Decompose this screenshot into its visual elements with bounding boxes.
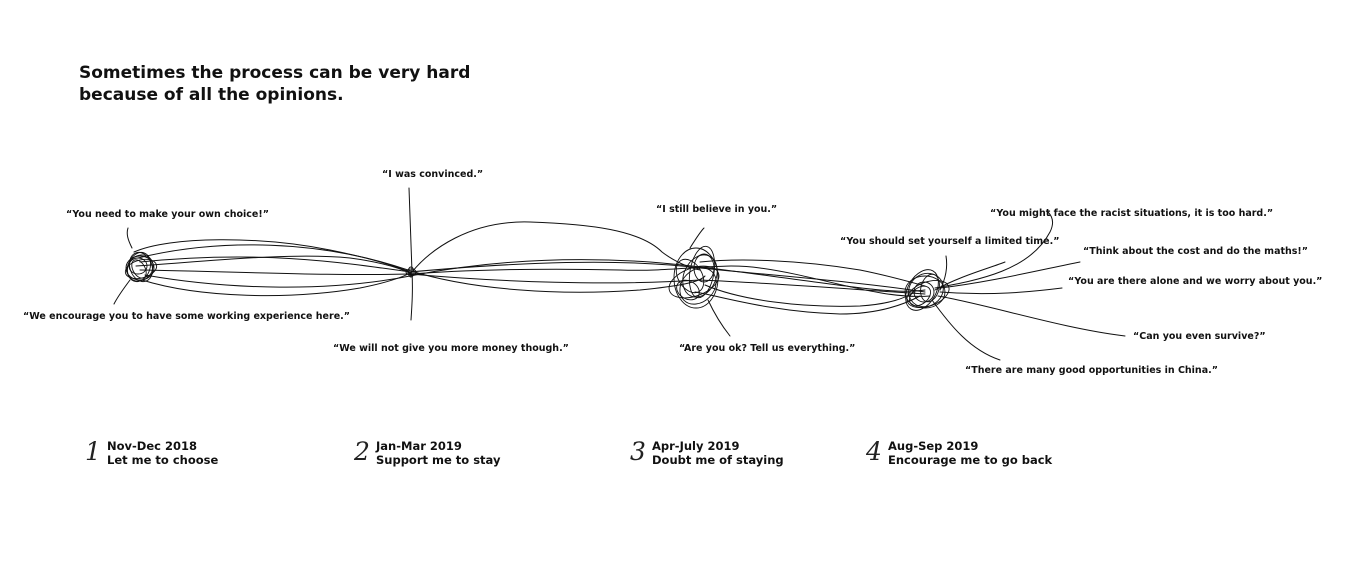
quote-working-experience: “We encourage you to have some working e…: [23, 311, 350, 322]
phase-text: Jan-Mar 2019 Support me to stay: [376, 439, 500, 467]
scribble-stroke: [939, 255, 948, 291]
phase-period: Nov-Dec 2018: [107, 439, 197, 453]
phase-period: Aug-Sep 2019: [888, 439, 979, 453]
quote-no-more-money: “We will not give you more money though.…: [333, 343, 569, 354]
phase-number: 2: [354, 437, 370, 466]
phase-period: Jan-Mar 2019: [376, 439, 462, 453]
scribble-stroke: [707, 299, 731, 337]
phase-number: 4: [866, 437, 882, 466]
phase-period: Apr-July 2019: [652, 439, 740, 453]
scribble-stroke: [939, 261, 1081, 289]
title-line-2: because of all the opinions.: [79, 85, 344, 105]
quote-alone-worry: “You are there alone and we worry about …: [1068, 276, 1323, 287]
scribble-knot-3: [668, 245, 720, 309]
phase-text: Nov-Dec 2018 Let me to choose: [107, 439, 218, 467]
scribble-stroke: [689, 227, 705, 249]
scribble-stroke: [934, 211, 1054, 289]
phase-label: Let me to choose: [107, 453, 219, 467]
quote-own-choice: “You need to make your own choice!”: [66, 209, 269, 220]
phase-label: Encourage me to go back: [888, 453, 1053, 467]
quote-convinced: “I was convinced.”: [382, 169, 484, 180]
title-line-1: Sometimes the process can be very hard: [79, 63, 471, 83]
scribble-knot-4: [904, 269, 950, 311]
scribble-strand: [135, 255, 931, 297]
scribble-strand: [694, 291, 921, 315]
quote-cost-maths: “Think about the cost and do the maths!”: [1083, 246, 1309, 257]
scribble-strand: [133, 239, 411, 273]
quote-racist-situations: “You might face the racist situations, i…: [990, 208, 1274, 219]
quote-opportunities-china: “There are many good opportunities in Ch…: [965, 365, 1218, 376]
scribble-strand: [704, 284, 916, 307]
phase-label: Support me to stay: [376, 453, 501, 467]
quote-limited-time: “You should set yourself a limited time.…: [840, 236, 1060, 247]
scribble-strand: [699, 259, 926, 287]
scribble-stroke: [937, 295, 1126, 337]
phase-label: Doubt me of staying: [652, 453, 784, 467]
scribble-stroke: [113, 279, 131, 305]
scribble-strand: [141, 271, 413, 297]
scribble-strand: [137, 244, 706, 293]
quote-can-you-survive: “Can you even survive?”: [1133, 331, 1266, 342]
quote-still-believe: “I still believe in you.”: [656, 204, 778, 215]
phase-number: 1: [85, 437, 101, 466]
phase-text: Apr-July 2019 Doubt me of staying: [652, 439, 784, 467]
scribble-strand: [139, 269, 926, 295]
scribble-stroke: [126, 227, 133, 249]
phase-text: Aug-Sep 2019 Encourage me to go back: [888, 439, 1052, 467]
scribble-knot-2: [405, 266, 417, 278]
scribble-stroke: [931, 299, 1001, 361]
scribble-knot-1: [124, 251, 158, 283]
scribble-strand: [411, 221, 701, 273]
scribble-strand: [139, 256, 926, 293]
scribble-stroke: [408, 187, 413, 321]
scribble-stroke: [939, 287, 1063, 295]
page-title: Sometimes the process can be very hard b…: [79, 62, 499, 106]
phase-number: 3: [630, 437, 646, 466]
scribble-strand: [144, 259, 926, 292]
quote-are-you-ok: “Are you ok? Tell us everything.”: [679, 343, 856, 354]
